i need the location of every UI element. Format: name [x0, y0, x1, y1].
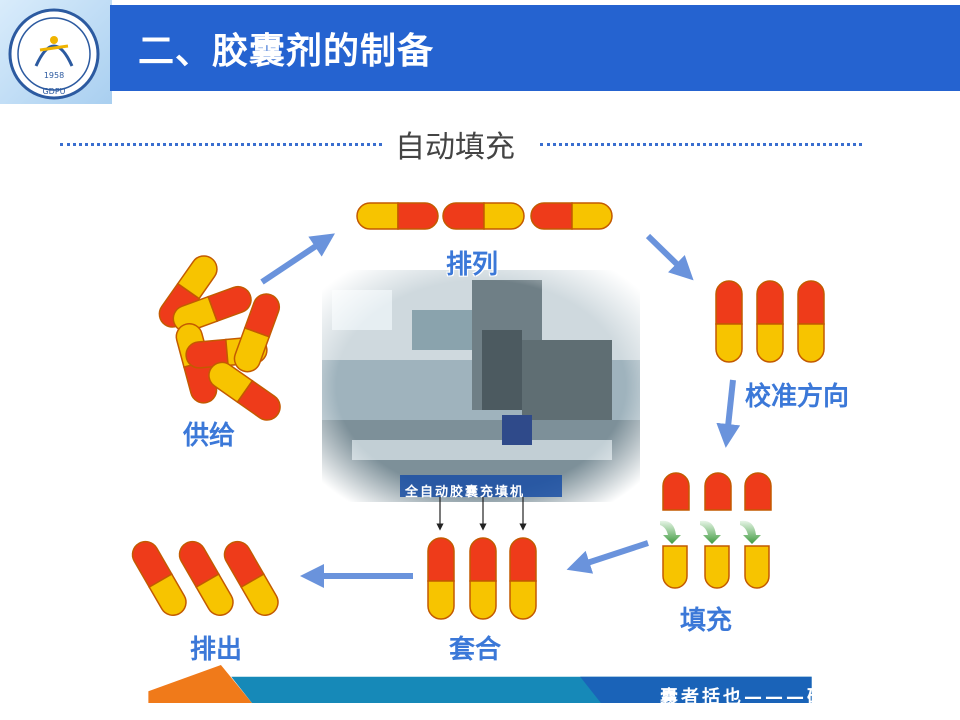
flow-arrows — [260, 233, 741, 588]
slide-header: 1958 GDPU 二、胶囊剂的制备 — [0, 0, 960, 104]
svg-text:GDPU: GDPU — [42, 87, 65, 96]
university-logo: 1958 GDPU — [8, 8, 100, 100]
filling-capsules — [660, 472, 772, 589]
step-orient-label: 校准方向 — [745, 382, 850, 412]
step-fill-label: 填充 — [680, 606, 733, 636]
svg-text:1958: 1958 — [44, 71, 64, 80]
arranged-capsules — [356, 202, 613, 230]
subtitle-divider-right — [540, 143, 862, 146]
arrow-orient-to-fill — [716, 379, 741, 448]
machine-caption: 全自动胶囊充填机 — [405, 485, 526, 500]
arrow-arrange-to-orient — [645, 233, 694, 281]
subtitle-divider-left — [60, 143, 382, 146]
slide-title: 二、胶囊剂的制备 — [138, 31, 435, 72]
assembled-capsules — [427, 497, 537, 620]
step-discharge-label: 排出 — [190, 635, 243, 665]
subtitle: 自动填充 — [395, 130, 515, 165]
supply-capsules — [158, 255, 281, 421]
discharged-capsules — [131, 540, 279, 616]
step-supply-label: 供给 — [183, 421, 236, 451]
oriented-capsules — [715, 280, 825, 363]
machine-photo — [322, 270, 640, 502]
footer-tagline: 囊者括也———硬胶囊剂 — [660, 687, 891, 708]
header-band — [110, 5, 960, 91]
fill-arrow-icons — [660, 520, 761, 544]
step-arrange-label: 排列 — [446, 250, 499, 280]
step-assemble-label: 套合 — [449, 635, 502, 665]
slide-footer — [148, 665, 812, 703]
arrow-supply-to-arrange — [260, 233, 335, 285]
arrow-fill-to-assemble — [566, 540, 649, 574]
